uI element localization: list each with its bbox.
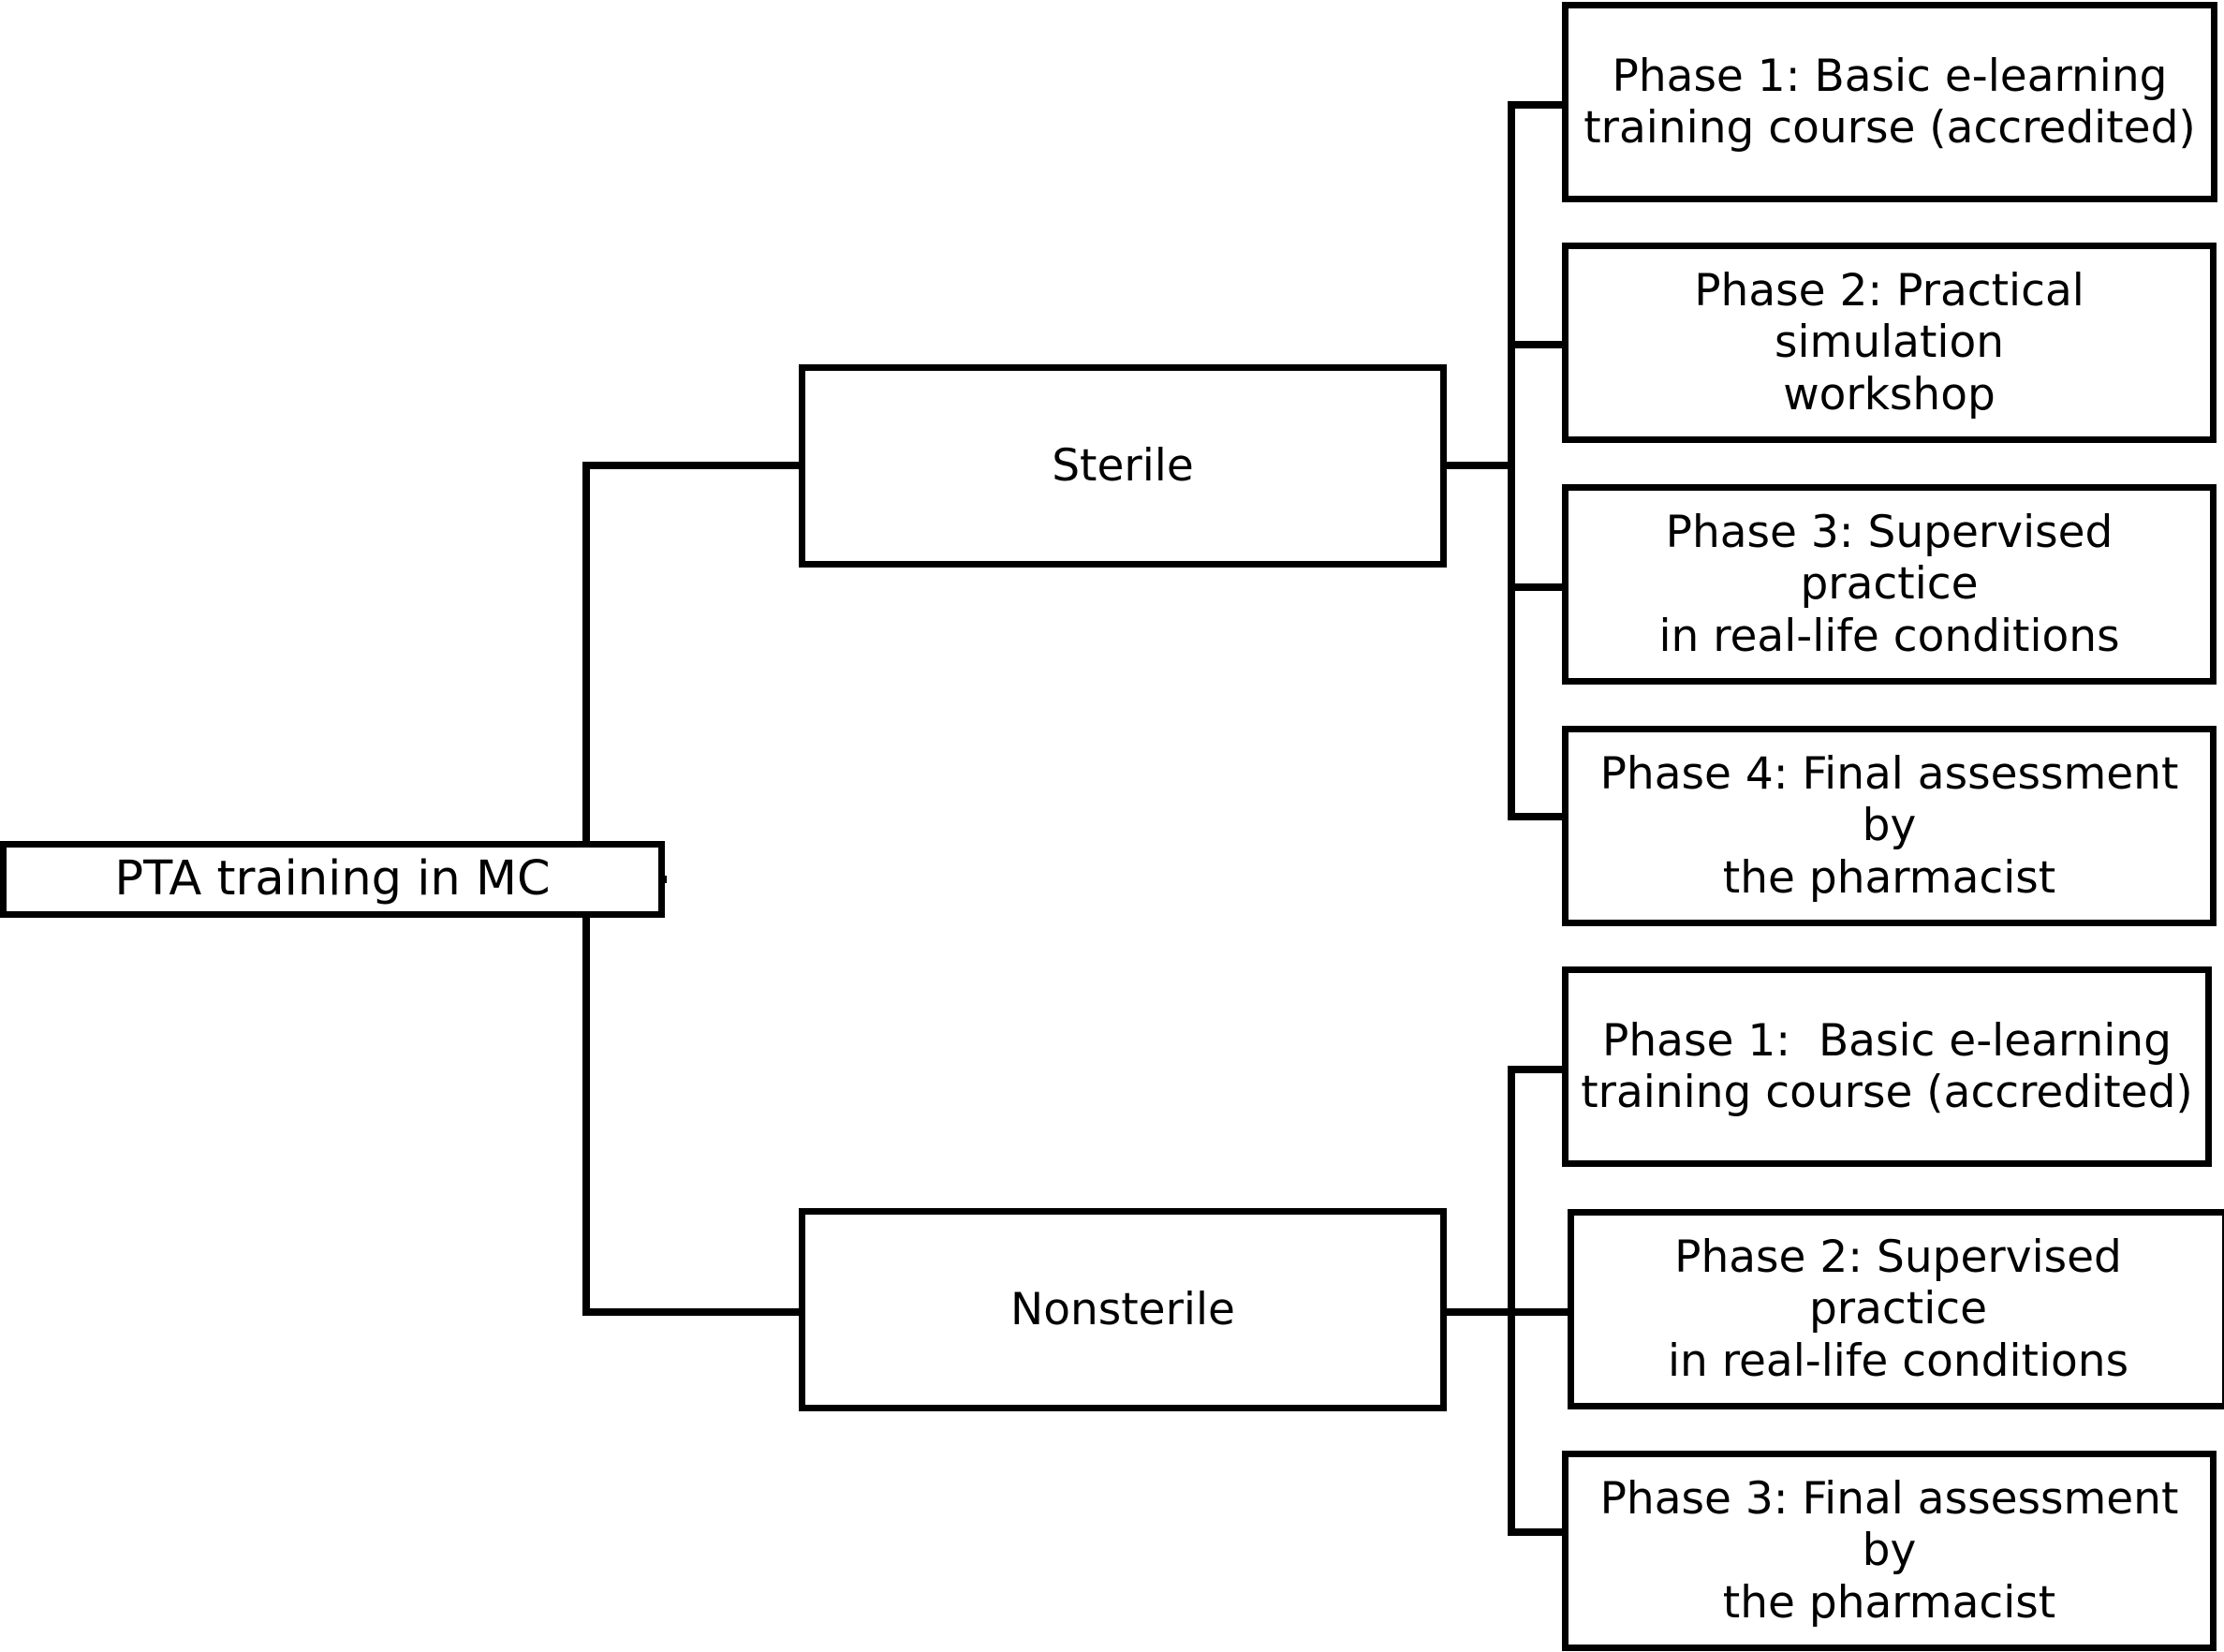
connector-nonsterile-phase-1-stub: [1508, 1066, 1569, 1073]
node-nonsterile-phase-3-label: Phase 3: Final assessment by the pharmac…: [1599, 1472, 2179, 1629]
connector-sterile-phase-2-stub: [1508, 341, 1569, 348]
node-sterile-phase-3-label: Phase 3: Supervised practice in real-lif…: [1658, 506, 2120, 662]
node-nonsterile-phase-1[interactable]: Phase 1: Basic e-learning training cours…: [1562, 966, 2212, 1167]
node-branch-nonsterile-label: Nonsterile: [1010, 1283, 1235, 1335]
node-nonsterile-phase-3[interactable]: Phase 3: Final assessment by the pharmac…: [1562, 1451, 2217, 1651]
node-sterile-phase-4-label: Phase 4: Final assessment by the pharmac…: [1599, 747, 2179, 904]
connector-nonsterile-to-spine: [1440, 1308, 1515, 1316]
node-root-label: PTA training in MC: [114, 850, 551, 907]
connector-trunk-to-sterile: [582, 462, 806, 469]
node-sterile-phase-3[interactable]: Phase 3: Supervised practice in real-lif…: [1562, 484, 2217, 685]
connector-sterile-spine-vertical: [1508, 101, 1515, 820]
node-root-pta-training[interactable]: PTA training in MC: [0, 841, 665, 918]
node-branch-sterile[interactable]: Sterile: [799, 364, 1447, 568]
node-sterile-phase-2[interactable]: Phase 2: Practical simulation workshop: [1562, 243, 2217, 443]
connector-sterile-phase-1-stub: [1508, 101, 1569, 109]
node-nonsterile-phase-1-label: Phase 1: Basic e-learning training cours…: [1581, 1014, 2193, 1118]
node-sterile-phase-2-label: Phase 2: Practical simulation workshop: [1694, 264, 2084, 420]
node-sterile-phase-4[interactable]: Phase 4: Final assessment by the pharmac…: [1562, 726, 2217, 926]
node-branch-sterile-label: Sterile: [1052, 439, 1194, 492]
connector-nonsterile-phase-2-stub: [1508, 1308, 1575, 1316]
node-sterile-phase-1[interactable]: Phase 1: Basic e-learning training cours…: [1562, 2, 2217, 202]
connector-trunk-to-nonsterile: [582, 1308, 806, 1316]
connector-nonsterile-phase-3-stub: [1508, 1528, 1569, 1536]
node-nonsterile-phase-2-label: Phase 2: Supervised practice in real-lif…: [1667, 1231, 2129, 1387]
node-sterile-phase-1-label: Phase 1: Basic e-learning training cours…: [1583, 50, 2196, 154]
connector-nonsterile-spine-vertical: [1508, 1066, 1515, 1536]
connector-sterile-phase-3-stub: [1508, 583, 1569, 591]
node-nonsterile-phase-2[interactable]: Phase 2: Supervised practice in real-lif…: [1568, 1209, 2224, 1409]
connector-sterile-phase-4-stub: [1508, 813, 1569, 820]
node-branch-nonsterile[interactable]: Nonsterile: [799, 1208, 1447, 1411]
connector-sterile-to-spine: [1440, 462, 1515, 469]
